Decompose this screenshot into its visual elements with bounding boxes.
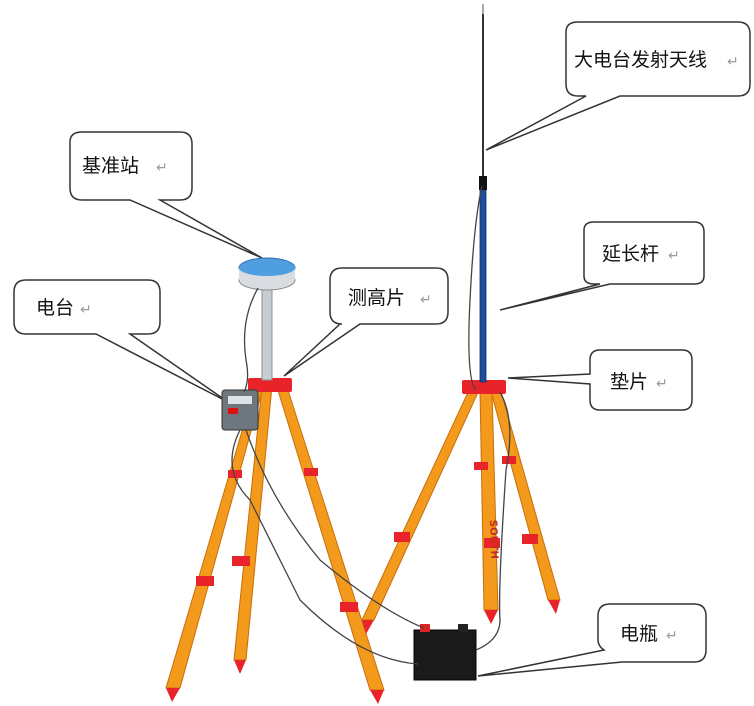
return-mark: ↵ <box>156 160 168 176</box>
leg-clamp <box>196 576 214 586</box>
leg-clamp <box>474 462 488 470</box>
return-mark: ↵ <box>727 54 739 70</box>
leg-clamp <box>502 456 516 464</box>
leg-clamp <box>232 556 250 566</box>
cables <box>231 185 511 665</box>
callout-height-piece-text: 测高片 <box>348 287 405 309</box>
return-mark: ↵ <box>656 376 668 392</box>
callout-radio: 电台 ↵ <box>13 279 229 403</box>
callout-spacer-text: 垫片 <box>610 371 648 393</box>
callout-extension-pole: 延长杆 ↵ <box>499 221 705 311</box>
leg-clamp <box>484 538 500 548</box>
callout-battery: 电瓶 ↵ <box>477 603 707 677</box>
tripod-head <box>248 378 292 392</box>
leg-clamp <box>522 534 538 544</box>
callout-spacer: 垫片 ↵ <box>507 349 693 411</box>
return-mark: ↵ <box>668 248 680 264</box>
right-tripod: SOUTH <box>361 4 561 634</box>
callout-extension-pole-text: 延长杆 <box>602 243 659 265</box>
left-tripod <box>165 257 385 704</box>
return-mark: ↵ <box>420 292 432 308</box>
callout-antenna-text: 大电台发射天线 <box>574 49 707 71</box>
battery <box>413 624 477 681</box>
callout-height-piece: 测高片 ↵ <box>283 267 449 377</box>
return-mark: ↵ <box>80 302 92 318</box>
leg-clamp <box>340 602 358 612</box>
extension-pole <box>479 185 487 383</box>
leg-clamp <box>304 468 318 476</box>
callout-antenna: 大电台发射天线 ↵ <box>485 21 751 151</box>
callout-battery-text: 电瓶 <box>620 623 658 645</box>
callout-base-station: 基准站 ↵ <box>69 131 263 259</box>
leg-clamp <box>228 470 242 478</box>
callout-base-station-text: 基准站 <box>82 155 139 177</box>
return-mark: ↵ <box>666 628 678 644</box>
callout-radio-text: 电台 <box>36 297 74 319</box>
receiver-pole <box>261 283 273 381</box>
tripod-brand: SOUTH <box>487 520 499 559</box>
leg-clamp <box>394 532 410 542</box>
